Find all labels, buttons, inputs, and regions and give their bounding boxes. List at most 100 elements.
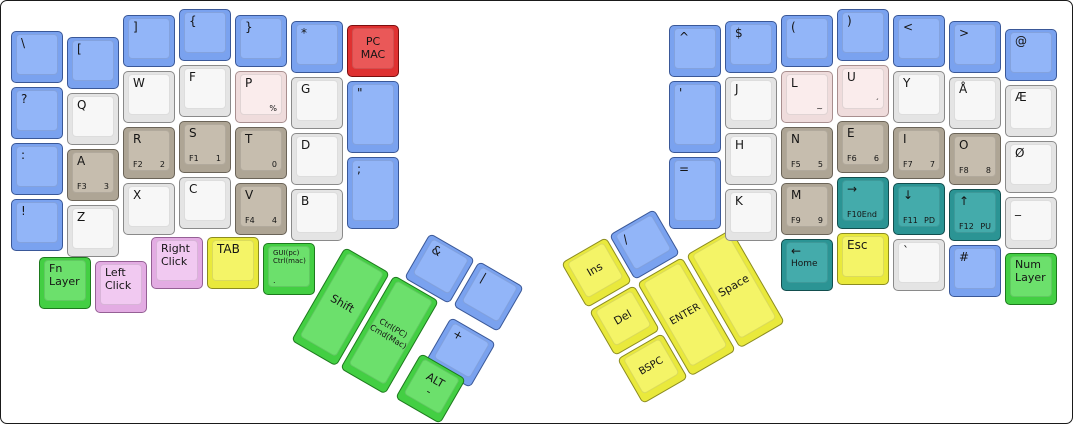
key-l[interactable]: L~ [781, 71, 833, 123]
key-right-bracket[interactable]: ] [123, 15, 175, 67]
key-gui-ctrl[interactable]: GUI(pc)Ctrl(mac). [263, 243, 315, 295]
key-left-brace[interactable]: { [179, 9, 231, 61]
key-bottom-left-label: F8 [959, 166, 969, 175]
key-b[interactable]: B [291, 189, 343, 241]
key-bottom-left-label: F3 [77, 182, 87, 191]
key-less-than[interactable]: < [893, 15, 945, 67]
key-hash[interactable]: # [949, 245, 1001, 297]
key-question[interactable]: ? [11, 87, 63, 139]
key-label: } [245, 20, 253, 34]
key-o-slash[interactable]: Ø [1005, 141, 1057, 193]
key-z[interactable]: Z [67, 205, 119, 257]
key-h[interactable]: H [725, 133, 777, 185]
key-c[interactable]: C [179, 177, 231, 229]
key-d[interactable]: D [291, 133, 343, 185]
key-tab[interactable]: TAB [207, 237, 259, 289]
key-u[interactable]: U´ [837, 65, 889, 117]
key-esc[interactable]: Esc [837, 233, 889, 285]
keytop: < [898, 18, 940, 59]
key-label: O [959, 138, 969, 152]
keytop: & [412, 238, 470, 295]
key-right-paren[interactable]: ) [837, 9, 889, 61]
key-label: & [429, 242, 445, 260]
key-f[interactable]: F [179, 65, 231, 117]
key-colon[interactable]: : [11, 143, 63, 195]
key-semicolon[interactable]: ; [347, 157, 399, 229]
key-bottom-right-label: ´ [875, 98, 879, 107]
key-right-brace[interactable]: } [235, 15, 287, 67]
key-k[interactable]: K [725, 189, 777, 241]
key-label: ] [133, 20, 138, 34]
key-bottom-labels: % [245, 104, 277, 113]
key-greater-than[interactable]: > [949, 21, 1001, 73]
key-home[interactable]: ←Home [781, 239, 833, 291]
key-p[interactable]: P% [235, 71, 287, 123]
key-bottom-left-label: F11 [903, 216, 918, 225]
key-label: Del [611, 307, 635, 328]
key-bottom-left-label: F6 [847, 154, 857, 163]
keytop: TAB [212, 240, 254, 281]
key-label: PC [365, 34, 381, 48]
keytop: ←Home [786, 242, 828, 283]
key-label: # [959, 250, 970, 264]
key-backtick[interactable]: ` [893, 239, 945, 291]
key-g[interactable]: G [291, 77, 343, 129]
key-label: Æ [1015, 90, 1027, 104]
keytop: \ [16, 34, 58, 75]
key-w[interactable]: W [123, 71, 175, 123]
key-q[interactable]: Q [67, 93, 119, 145]
key-asterisk[interactable]: * [291, 21, 343, 73]
key-backslash[interactable]: \ [11, 31, 63, 83]
key-label: G [301, 82, 311, 96]
key-underscore[interactable]: _ [1005, 197, 1057, 249]
key-label: H [735, 138, 745, 152]
key-at[interactable]: @ [1005, 29, 1057, 81]
key-j[interactable]: J [725, 77, 777, 129]
key-bottom-labels: ´ [847, 98, 879, 107]
keytop: $ [730, 24, 772, 65]
keytop: U´ [842, 68, 884, 109]
key-left-paren[interactable]: ( [781, 15, 833, 67]
key-left-bracket[interactable]: [ [67, 37, 119, 89]
key-label: ' [679, 86, 683, 100]
key-caret[interactable]: ^ [669, 25, 721, 77]
key-bottom-left-label: F9 [791, 216, 801, 225]
key-label: E [847, 126, 855, 140]
key-equals[interactable]: = [669, 157, 721, 229]
key-a-ring[interactable]: Å [949, 77, 1001, 129]
key-bottom-labels: ~ [791, 104, 823, 113]
key-x[interactable]: X [123, 183, 175, 235]
key-arrow-right-f10[interactable]: →F10End [837, 177, 889, 229]
key-exclamation[interactable]: ! [11, 199, 63, 251]
keytop: ! [16, 202, 58, 243]
key-double-quote[interactable]: " [347, 81, 399, 153]
key-y[interactable]: Y [893, 71, 945, 123]
key-label: = [679, 162, 690, 176]
key-apostrophe[interactable]: ' [669, 81, 721, 153]
key-ae[interactable]: Æ [1005, 85, 1057, 137]
keytop: X [128, 186, 170, 227]
key-dollar[interactable]: $ [725, 21, 777, 73]
